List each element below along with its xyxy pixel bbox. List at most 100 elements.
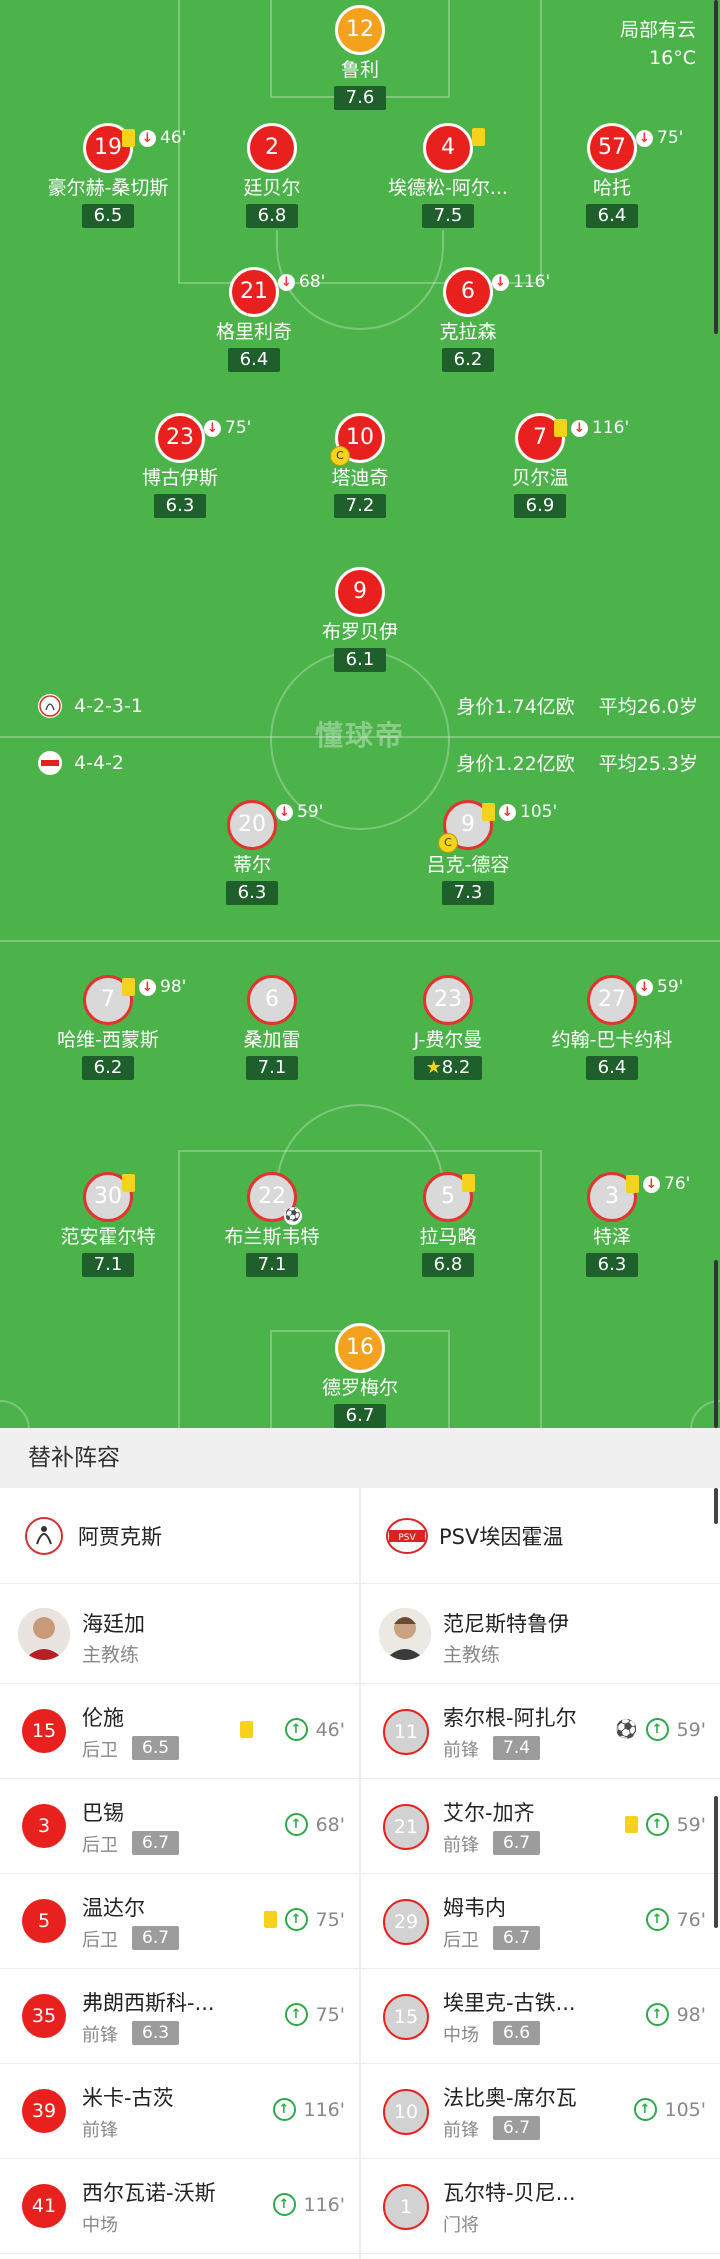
player-away-cb2[interactable]: 5 拉马略 6.8 <box>338 1172 558 1277</box>
sub-off-icon: ↓ <box>636 978 653 996</box>
sub-position: 前锋 <box>82 2120 118 2141</box>
player-name: 蒂尔 <box>232 854 271 876</box>
sub-row[interactable]: 29 姆韦内 后卫 6.7 ↑76' <box>361 1874 720 1969</box>
player-number: 30 <box>83 1172 133 1222</box>
player-home-gk[interactable]: 12 鲁利 7.6 <box>250 5 470 110</box>
away-coach-row[interactable]: 范尼斯特鲁伊 主教练 <box>361 1584 720 1684</box>
player-away-cm2[interactable]: 23 J-费尔曼 ★8.2 <box>338 975 558 1080</box>
player-name: 贝尔温 <box>511 467 569 489</box>
player-away-cm1[interactable]: 6 桑加雷 7.1 <box>162 975 382 1080</box>
sub-name: 艾尔-加齐 <box>443 1801 535 1825</box>
yellow-card-icon <box>554 419 567 437</box>
sub-row[interactable]: 3 巴锡 后卫 6.7 ↑68' <box>0 1779 359 1874</box>
player-rating: 6.7 <box>333 1404 387 1428</box>
sub-position: 前锋 <box>443 2120 479 2141</box>
player-name: 德罗梅尔 <box>321 1377 398 1399</box>
player-home-dm2[interactable]: 6 ↓116' 克拉森 6.2 <box>358 267 578 372</box>
player-rating: 6.2 <box>441 348 495 372</box>
home-team-row[interactable]: 阿贾克斯 <box>0 1488 359 1584</box>
player-home-lb[interactable]: 19 ↓46' 豪尔赫-桑切斯 6.5 <box>0 123 218 228</box>
sub-row[interactable]: 5 温达尔 后卫 6.7 ↑75' <box>0 1874 359 1969</box>
player-rating: 6.3 <box>225 881 279 905</box>
sub-row[interactable]: 21 艾尔-加齐 前锋 6.7 ↑59' <box>361 1779 720 1874</box>
sub-minute: 76' <box>676 1908 706 1931</box>
sub-position: 前锋 <box>443 1740 479 1761</box>
sub-off-icon: ↓ <box>643 1175 660 1193</box>
away-team-row[interactable]: PSV PSV埃因霍温 <box>361 1488 720 1584</box>
home-coach-row[interactable]: 海廷加 主教练 <box>0 1584 359 1684</box>
player-away-rb[interactable]: 3 ↓76' 特泽 6.3 <box>502 1172 720 1277</box>
home-subs-column: 阿贾克斯 海廷加 主教练 15 伦施 后卫 6.5 ↑46' 3 巴锡 后卫 6… <box>0 1488 359 2254</box>
captain-badge: C <box>330 446 350 466</box>
player-rating: 6.1 <box>333 648 387 672</box>
sub-minute: 98' <box>160 977 187 997</box>
player-away-lb[interactable]: 30 范安霍尔特 7.1 <box>0 1172 218 1277</box>
sub-row[interactable]: 35 弗朗西斯科-... 前锋 6.3 ↑75' <box>0 1969 359 2064</box>
sub-number: 15 <box>22 1709 66 1753</box>
sub-row[interactable]: 11 索尔根-阿扎尔 前锋 7.4 ⚽↑59' <box>361 1684 720 1779</box>
player-home-st[interactable]: 9 布罗贝伊 6.1 <box>250 567 470 672</box>
player-home-cb2[interactable]: 4 埃德松-阿尔... 7.5 <box>338 123 558 228</box>
sub-on-icon: ↑ <box>645 1908 669 1931</box>
player-home-rm[interactable]: 7 ↓116' 贝尔温 6.9 <box>430 413 650 518</box>
scrollbar-lower[interactable] <box>714 1260 718 1428</box>
player-name: 布罗贝伊 <box>321 621 398 643</box>
weather-condition: 局部有云 <box>619 19 696 41</box>
player-name: 埃德松-阿尔... <box>388 177 508 199</box>
sub-number: 41 <box>22 2184 66 2228</box>
player-number: 27 <box>587 975 637 1025</box>
sub-row[interactable]: 1 瓦尔特-贝尼... 门将 <box>361 2159 720 2254</box>
sub-minute: 68' <box>315 1813 345 1836</box>
sub-minute: 116' <box>303 2193 346 2216</box>
sub-number: 39 <box>22 2089 66 2133</box>
sub-name: 米卡-古茨 <box>82 2086 174 2110</box>
subs-scrollbar[interactable] <box>714 1796 718 1928</box>
player-number: 22⚽ <box>247 1172 302 1225</box>
sub-off-icon: ↓ <box>204 419 221 437</box>
player-name: 哈维-西蒙斯 <box>57 1029 159 1051</box>
player-home-rb[interactable]: 57 ↓75' 哈托 6.4 <box>502 123 720 228</box>
sub-name: 法比奥-席尔瓦 <box>443 2086 577 2110</box>
player-name: 鲁利 <box>340 59 379 81</box>
sub-minute: 105' <box>664 2098 707 2121</box>
yellow-card-icon <box>462 1174 475 1192</box>
player-home-lm[interactable]: 23 ↓75' 博古伊斯 6.3 <box>70 413 290 518</box>
sub-off-icon: ↓ <box>276 803 293 821</box>
player-name: 桑加雷 <box>243 1029 301 1051</box>
sub-on-icon: ↑ <box>284 2003 308 2026</box>
player-away-st1[interactable]: 20 ↓59' 蒂尔 6.3 <box>142 800 362 905</box>
sub-name: 弗朗西斯科-... <box>82 1991 215 2015</box>
player-name: 格里利奇 <box>215 321 292 343</box>
player-rating: 6.2 <box>81 1056 135 1080</box>
column-divider <box>359 1488 361 2259</box>
player-number: 4 <box>423 123 473 173</box>
player-rating: 6.4 <box>585 204 639 228</box>
player-away-gk[interactable]: 16 德罗梅尔 6.7 <box>250 1323 470 1428</box>
sub-name: 姆韦内 <box>443 1896 506 1920</box>
player-name: 豪尔赫-桑切斯 <box>47 177 169 199</box>
player-home-dm1[interactable]: 21 ↓68' 格里利奇 6.4 <box>144 267 364 372</box>
subs-scrollbar-top[interactable] <box>714 1488 718 1524</box>
yellow-card-icon <box>472 128 485 146</box>
sub-row[interactable]: 15 埃里克-古铁... 中场 6.6 ↑98' <box>361 1969 720 2064</box>
player-away-cb1[interactable]: 22⚽ 布兰斯韦特 7.1 <box>162 1172 382 1277</box>
sub-off-icon: ↓ <box>278 273 295 291</box>
sub-minute: 68' <box>299 272 326 292</box>
sub-row[interactable]: 15 伦施 后卫 6.5 ↑46' <box>0 1684 359 1779</box>
goal-ball-icon: ⚽ <box>615 1719 638 1740</box>
player-home-cb1[interactable]: 2 廷贝尔 6.8 <box>162 123 382 228</box>
player-number: 6 <box>247 975 297 1025</box>
sub-row[interactable]: 39 米卡-古茨 前锋 ↑116' <box>0 2064 359 2159</box>
player-away-lm[interactable]: 7 ↓98' 哈维-西蒙斯 6.2 <box>0 975 218 1080</box>
player-number: 21 <box>229 267 279 317</box>
sub-minute: 75' <box>225 418 252 438</box>
player-number: 12 <box>335 5 385 55</box>
scrollbar[interactable] <box>714 0 718 334</box>
sub-row[interactable]: 41 西尔瓦诺-沃斯 中场 ↑116' <box>0 2159 359 2254</box>
sub-row[interactable]: 10 法比奥-席尔瓦 前锋 6.7 ↑105' <box>361 2064 720 2159</box>
sub-minute: 46' <box>160 128 187 148</box>
player-rating: 7.1 <box>245 1253 299 1277</box>
player-away-rm[interactable]: 27 ↓59' 约翰-巴卡约科 6.4 <box>502 975 720 1080</box>
